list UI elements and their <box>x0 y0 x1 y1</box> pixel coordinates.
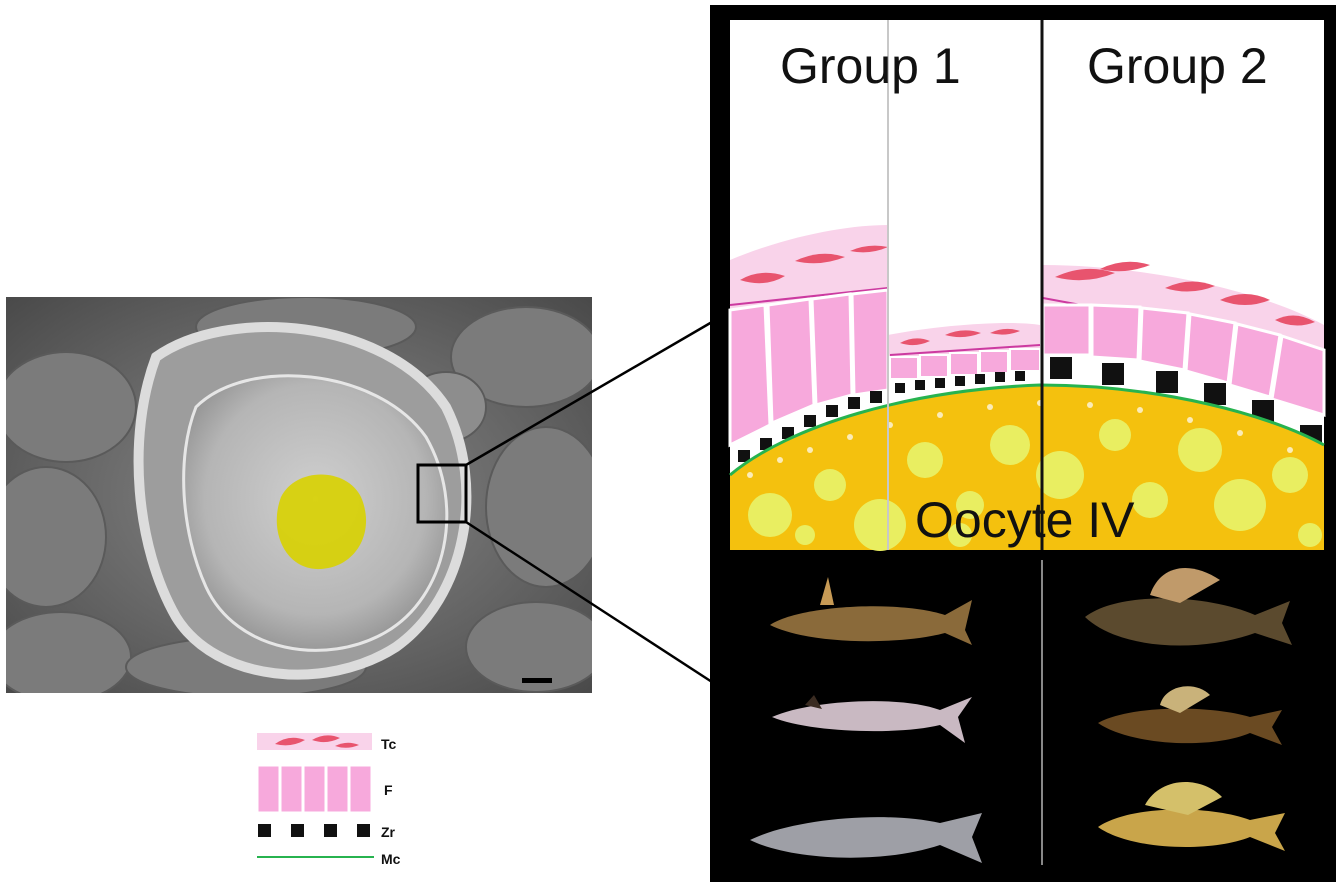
oocyte-label: Oocyte IV <box>915 492 1135 548</box>
group2-layers <box>1041 261 1326 447</box>
sem-micrograph <box>6 297 592 693</box>
fish-group1-1 <box>770 577 972 645</box>
nucleus-highlight <box>276 474 367 570</box>
legend: Tc F Zr Mc <box>257 728 400 878</box>
zoom-box <box>416 463 468 524</box>
legend-label-f: F <box>384 782 393 798</box>
group1-title: Group 1 <box>780 38 961 94</box>
legend-swatch-f <box>257 763 374 815</box>
legend-swatch-tc <box>257 733 372 750</box>
group1-layers <box>728 225 890 462</box>
fish-group1-2 <box>772 695 972 743</box>
fish-group2-2 <box>1098 686 1282 745</box>
legend-label-mc: Mc <box>381 851 401 867</box>
schematic-panel: Group 1 Group 2 Oocyte IV <box>710 5 1336 882</box>
group2-title: Group 2 <box>1087 38 1268 94</box>
oocyte-yolk <box>729 383 1325 551</box>
legend-swatch-zr <box>258 824 370 837</box>
fish-group1-3 <box>750 813 982 863</box>
scale-bar <box>522 678 552 683</box>
legend-label-tc: Tc <box>381 736 397 752</box>
legend-label-zr: Zr <box>381 824 395 840</box>
legend-swatches <box>257 733 374 858</box>
group1-small-layers <box>888 323 1041 393</box>
schematic-drawing <box>728 20 1326 865</box>
fish-group2-3 <box>1098 782 1285 851</box>
fish-group2-1 <box>1085 568 1292 646</box>
